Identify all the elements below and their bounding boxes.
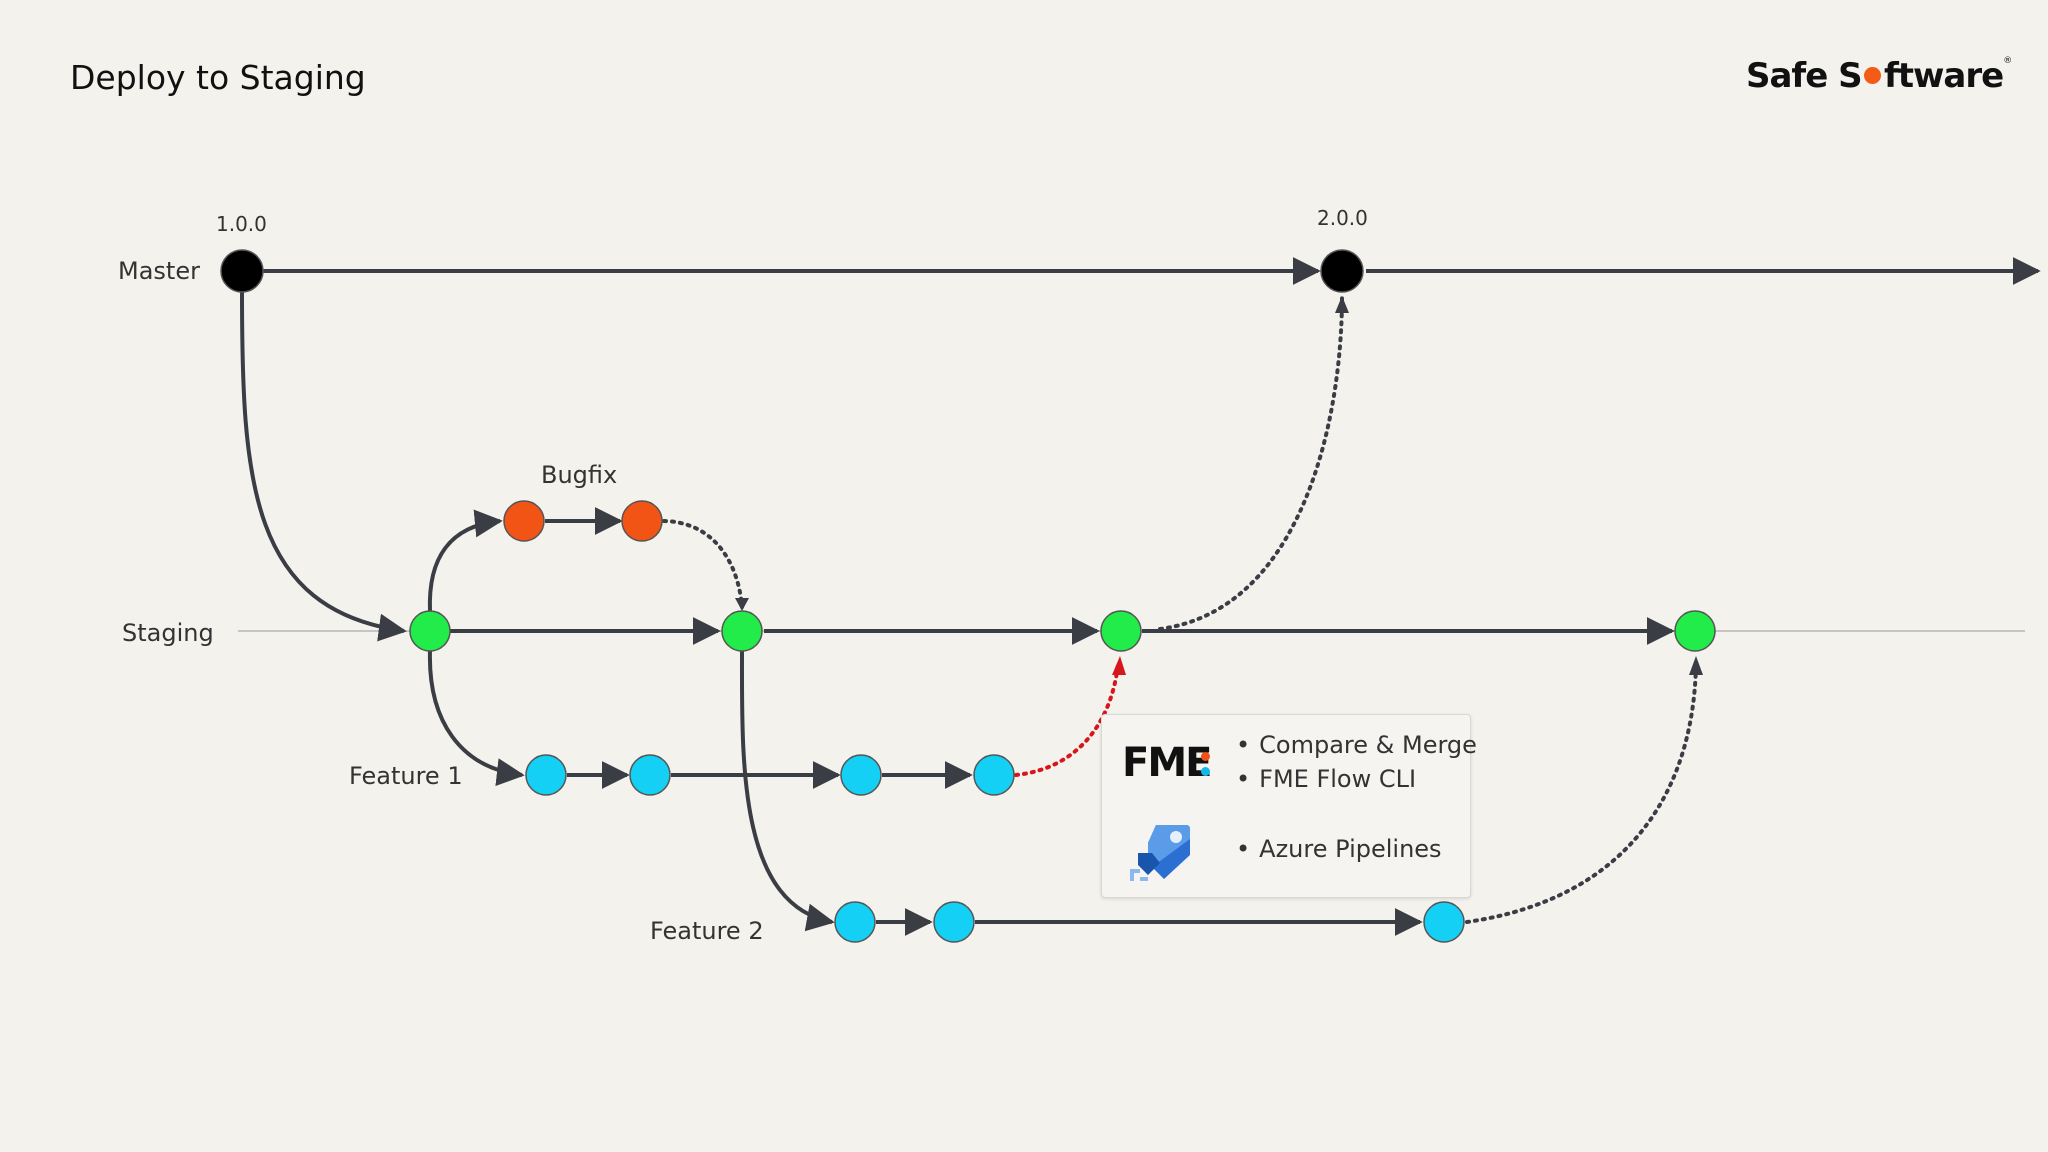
staging-node-1 [409, 610, 451, 652]
brand-logo: Safe Software® [1746, 56, 2012, 96]
branch-label-feature1: Feature 1 [349, 762, 463, 790]
feature1-merge-edge [1014, 662, 1120, 777]
brand-text-end: ftware [1883, 56, 2004, 96]
brand-o: o [1862, 56, 1884, 96]
version-label-2: 2.0.0 [1317, 206, 1368, 230]
feature2-merge-edge [1465, 661, 1698, 924]
feature2-merge-arrowhead [1689, 656, 1703, 675]
brand-text-start: Safe S [1746, 56, 1863, 96]
brand-dot-icon [1863, 67, 1881, 84]
bullet-fme-flow-cli: FME Flow CLI [1236, 765, 1416, 793]
feature2-node-1 [834, 901, 876, 943]
branch-label-staging: Staging [122, 619, 214, 647]
master-node-v2 [1320, 249, 1364, 293]
branch-label-feature2: Feature 2 [650, 917, 764, 945]
branch-label-master: Master [118, 257, 200, 285]
master-merge-arrowhead [1335, 296, 1349, 313]
staging-to-feature1-edge [427, 650, 525, 787]
bullet-azure-pipelines: Azure Pipelines [1236, 835, 1441, 863]
brand-reg: ® [2003, 56, 2012, 66]
staging-node-4 [1674, 610, 1716, 652]
master-to-staging-edge [240, 291, 407, 642]
staging-node-3 [1100, 610, 1142, 652]
bugfix-node-2 [621, 500, 663, 542]
bugfix-merge-edge [662, 519, 744, 609]
staging-to-master-merge-edge [1158, 295, 1344, 631]
fme-logo: FME [1122, 740, 1212, 786]
azure-pipelines-icon [1126, 819, 1194, 893]
bullet-compare-merge: Compare & Merge [1236, 731, 1477, 759]
feature2-node-3 [1423, 901, 1465, 943]
staging-node-2 [721, 610, 763, 652]
fme-logo-dots-icon [1201, 752, 1210, 778]
bugfix-merge-arrowhead [735, 598, 749, 611]
master-node-v1 [220, 249, 264, 293]
feature1-node-2 [629, 754, 671, 796]
bugfix-node-1 [503, 500, 545, 542]
tools-panel: FME Compare & Merge FME Flow CLI Azure P… [1101, 714, 1477, 898]
feature2-node-2 [933, 901, 975, 943]
feature1-node-1 [525, 754, 567, 796]
staging-to-bugfix-edge [427, 509, 503, 612]
feature1-merge-arrowhead [1112, 656, 1126, 675]
staging-to-feature2-edge [739, 650, 835, 932]
branch-label-bugfix: Bugfix [541, 461, 617, 489]
version-label-1: 1.0.0 [216, 212, 267, 236]
slide-title: Deploy to Staging [70, 58, 366, 97]
feature1-node-4 [973, 754, 1015, 796]
feature1-node-3 [840, 754, 882, 796]
